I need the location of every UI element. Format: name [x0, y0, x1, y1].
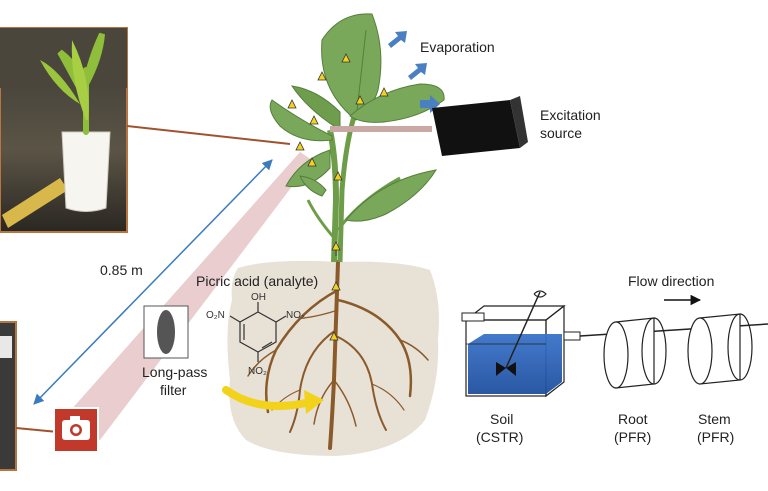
uptake-arrowhead	[304, 390, 324, 414]
soil-label-line1: Soil	[490, 411, 513, 427]
picric-acid-label: Picric acid (analyte)	[196, 273, 318, 289]
no2-bottom-label: NO₂	[248, 366, 267, 377]
plant-photo	[0, 27, 128, 233]
evaporation-label: Evaporation	[420, 39, 495, 55]
long-pass-filter	[143, 305, 189, 359]
camera-leader-line	[15, 427, 59, 433]
no2-right-label: NO₂	[286, 310, 305, 321]
root-pfr-cylinder	[603, 317, 667, 389]
stem-label-line2: (PFR)	[697, 429, 734, 445]
arrow-up-right-icon	[408, 63, 427, 80]
filter-label-line2: filter	[160, 382, 187, 398]
oh-label: OH	[251, 292, 266, 303]
excitation-source	[432, 96, 528, 156]
camera-icon	[53, 407, 99, 453]
root-label-line1: Root	[618, 411, 648, 427]
excitation-label-line1: Excitation	[540, 107, 601, 123]
flow-direction-label: Flow direction	[628, 273, 714, 289]
plant-shoot	[269, 13, 445, 263]
no2-left-label: O₂N	[206, 310, 225, 321]
stem-label-line1: Stem	[698, 411, 731, 427]
excitation-beam	[330, 126, 432, 132]
filter-label-line1: Long-pass	[142, 364, 207, 380]
transport-arrows	[287, 53, 389, 341]
soil-cstr-tank	[461, 290, 581, 398]
excitation-label-line2: source	[540, 125, 582, 141]
plant-roots	[247, 260, 429, 450]
distance-line	[33, 159, 273, 405]
soil-label-line2: (CSTR)	[476, 429, 523, 445]
picric-acid-structure	[229, 302, 287, 362]
photo-leader-line	[126, 125, 291, 145]
camera-photo	[0, 321, 17, 471]
uptake-arrow	[222, 386, 314, 410]
stem-pfr-cylinder	[687, 313, 753, 385]
arrow-up-right-icon	[388, 31, 407, 48]
distance-label: 0.85 m	[100, 262, 143, 278]
root-label-line2: (PFR)	[614, 429, 651, 445]
